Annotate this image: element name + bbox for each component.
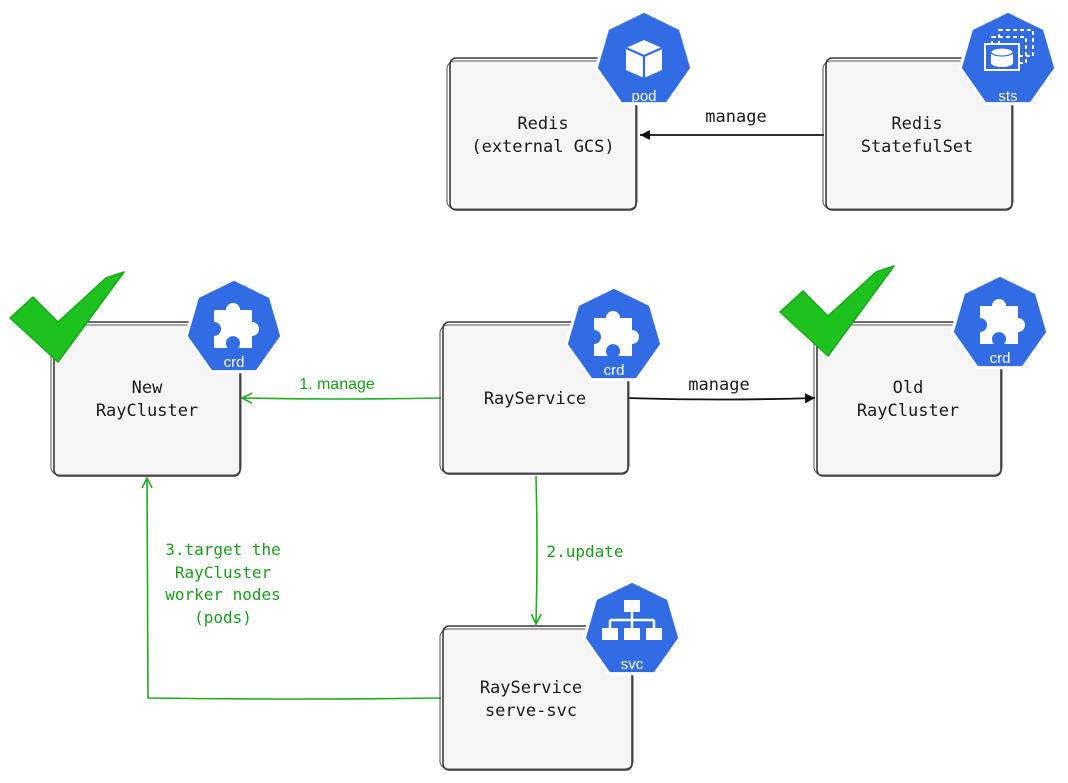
node-new-raycluster: New RayCluster	[50, 321, 242, 477]
badge-label-crd: crd	[224, 354, 245, 371]
cube-icon	[625, 40, 663, 78]
node-label-line2: RayCluster	[96, 401, 198, 421]
edge-svc-target-new: 3.target the RayCluster worker nodes (po…	[147, 478, 442, 700]
edge-label-3-line4: (pods)	[194, 608, 252, 627]
edge-label-2-update: 2.update	[546, 542, 623, 561]
edge-label-3-line1: 3.target the	[165, 540, 281, 559]
edge-label-1-manage: 1. manage	[299, 376, 375, 393]
crd-badge: crd	[184, 277, 284, 374]
puzzle-icon	[594, 311, 639, 356]
puzzle-icon	[214, 303, 259, 348]
node-old-raycluster: Old RayCluster	[813, 321, 1003, 477]
edge-label-manage-old: manage	[688, 375, 749, 395]
checkmark-icon	[779, 265, 895, 357]
edge-label-manage-redis: manage	[705, 107, 766, 127]
edge-rayservice-update-svc: 2.update	[536, 475, 624, 624]
edge-label-3-line3: worker nodes	[165, 585, 281, 604]
badge-label-pod: pod	[631, 88, 656, 105]
checkmark-icon	[9, 271, 125, 363]
crd-badge: crd	[950, 273, 1050, 370]
network-icon	[602, 600, 662, 640]
node-label-line2: RayCluster	[857, 401, 959, 421]
puzzle-icon	[980, 299, 1025, 344]
node-redis-statefulset: Redis StatefulSet	[822, 57, 1014, 211]
edge-sts-manage-redis: manage	[640, 107, 824, 140]
crd-badge: crd	[564, 285, 664, 382]
badge-label-crd: crd	[990, 350, 1011, 367]
node-label-line2: (external GCS)	[471, 137, 614, 157]
node-label-line1: Old	[893, 378, 924, 398]
badge-label-svc: svc	[621, 656, 644, 673]
node-label-line1: RayService	[480, 678, 582, 698]
statefulset-icon	[984, 29, 1034, 71]
pod-badge: pod	[594, 9, 694, 106]
badge-label-sts: sts	[998, 88, 1017, 105]
node-redis-gcs: Redis (external GCS)	[446, 57, 638, 211]
edge-rayservice-manage-old: manage	[627, 375, 816, 404]
edge-rayservice-manage-new: 1. manage	[242, 376, 442, 399]
node-label-line1: Redis	[891, 114, 942, 134]
node-serve-svc: RayService serve-svc	[439, 625, 634, 771]
node-label-line2: serve-svc	[485, 701, 577, 721]
node-label-line2: StatefulSet	[861, 137, 974, 157]
edge-label-3-line2: RayCluster	[175, 563, 272, 582]
badge-label-crd: crd	[604, 362, 625, 379]
node-label-line1: New	[132, 378, 163, 398]
sts-badge: sts	[958, 9, 1058, 106]
node-label-line1: Redis	[517, 114, 568, 134]
node-label-line1: RayService	[484, 389, 586, 409]
svc-badge: svc	[582, 579, 682, 676]
